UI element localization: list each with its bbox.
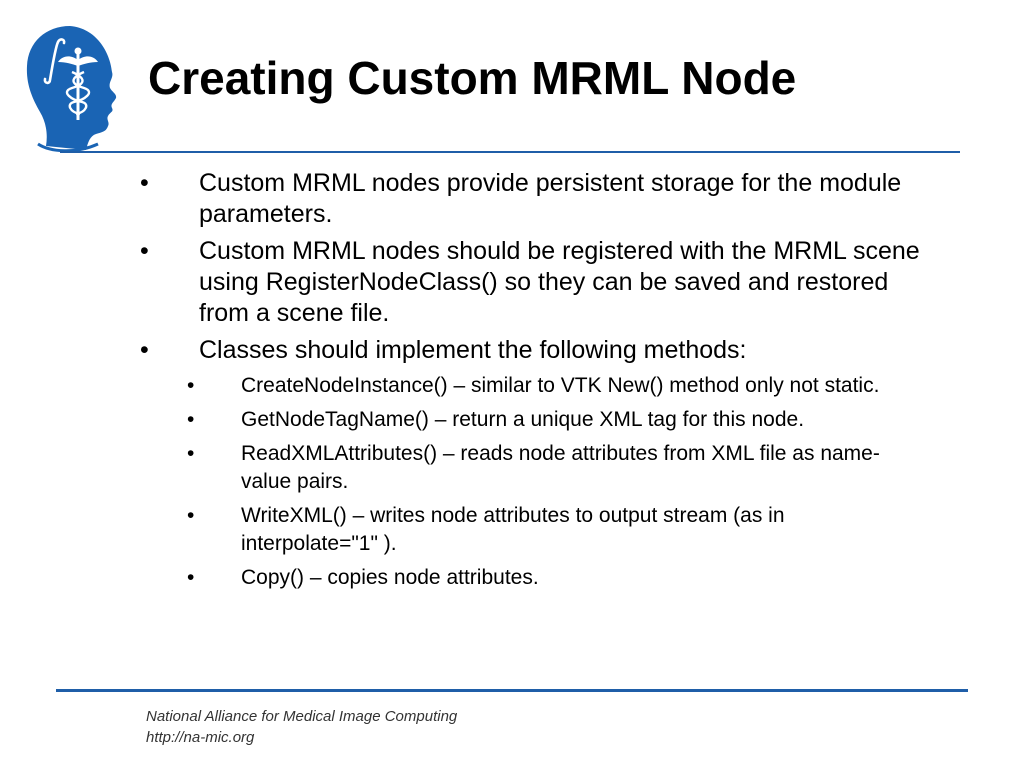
sub-bullet-list: • CreateNodeInstance() – similar to VTK … (130, 372, 950, 592)
title-divider (60, 151, 960, 153)
bullet-item: • Custom MRML nodes should be registered… (130, 236, 944, 329)
sub-bullet-item: • Copy() – copies node attributes. (130, 564, 911, 592)
sub-bullet-dot: • (187, 504, 195, 527)
bullet-item: • Classes should implement the following… (130, 335, 944, 366)
sub-bullet-item: • CreateNodeInstance() – similar to VTK … (130, 372, 911, 400)
footer-organization: National Alliance for Medical Image Comp… (146, 708, 458, 725)
bullet-dot: • (140, 336, 149, 364)
slide-body: • Custom MRML nodes provide persistent s… (130, 168, 950, 598)
bullet-text: Custom MRML nodes provide persistent sto… (199, 169, 902, 228)
sub-bullet-item: • ReadXMLAttributes() – reads node attri… (130, 440, 911, 496)
sub-bullet-text: CreateNodeInstance() – similar to VTK Ne… (241, 374, 880, 397)
sub-bullet-dot: • (187, 566, 195, 589)
sub-bullet-text: WriteXML() – writes node attributes to o… (241, 504, 785, 555)
bullet-dot: • (140, 237, 149, 265)
bullet-text: Classes should implement the following m… (199, 336, 747, 364)
slide-title: Creating Custom MRML Node (148, 52, 797, 104)
sub-bullet-text: ReadXMLAttributes() – reads node attribu… (241, 442, 880, 493)
na-mic-logo-icon (26, 26, 117, 153)
bullet-text: Custom MRML nodes should be registered w… (199, 237, 920, 327)
sub-bullet-item: • WriteXML() – writes node attributes to… (130, 502, 911, 558)
sub-bullet-text: Copy() – copies node attributes. (241, 566, 539, 589)
bullet-dot: • (140, 169, 149, 197)
sub-bullet-dot: • (187, 374, 195, 397)
footer-url: http://na-mic.org (146, 729, 255, 746)
sub-bullet-dot: • (187, 442, 195, 465)
footer-divider (56, 689, 968, 692)
sub-bullet-dot: • (187, 408, 195, 431)
bullet-item: • Custom MRML nodes provide persistent s… (130, 168, 944, 230)
sub-bullet-item: • GetNodeTagName() – return a unique XML… (130, 406, 911, 434)
footer: National Alliance for Medical Image Comp… (146, 706, 457, 748)
sub-bullet-text: GetNodeTagName() – return a unique XML t… (241, 408, 805, 431)
